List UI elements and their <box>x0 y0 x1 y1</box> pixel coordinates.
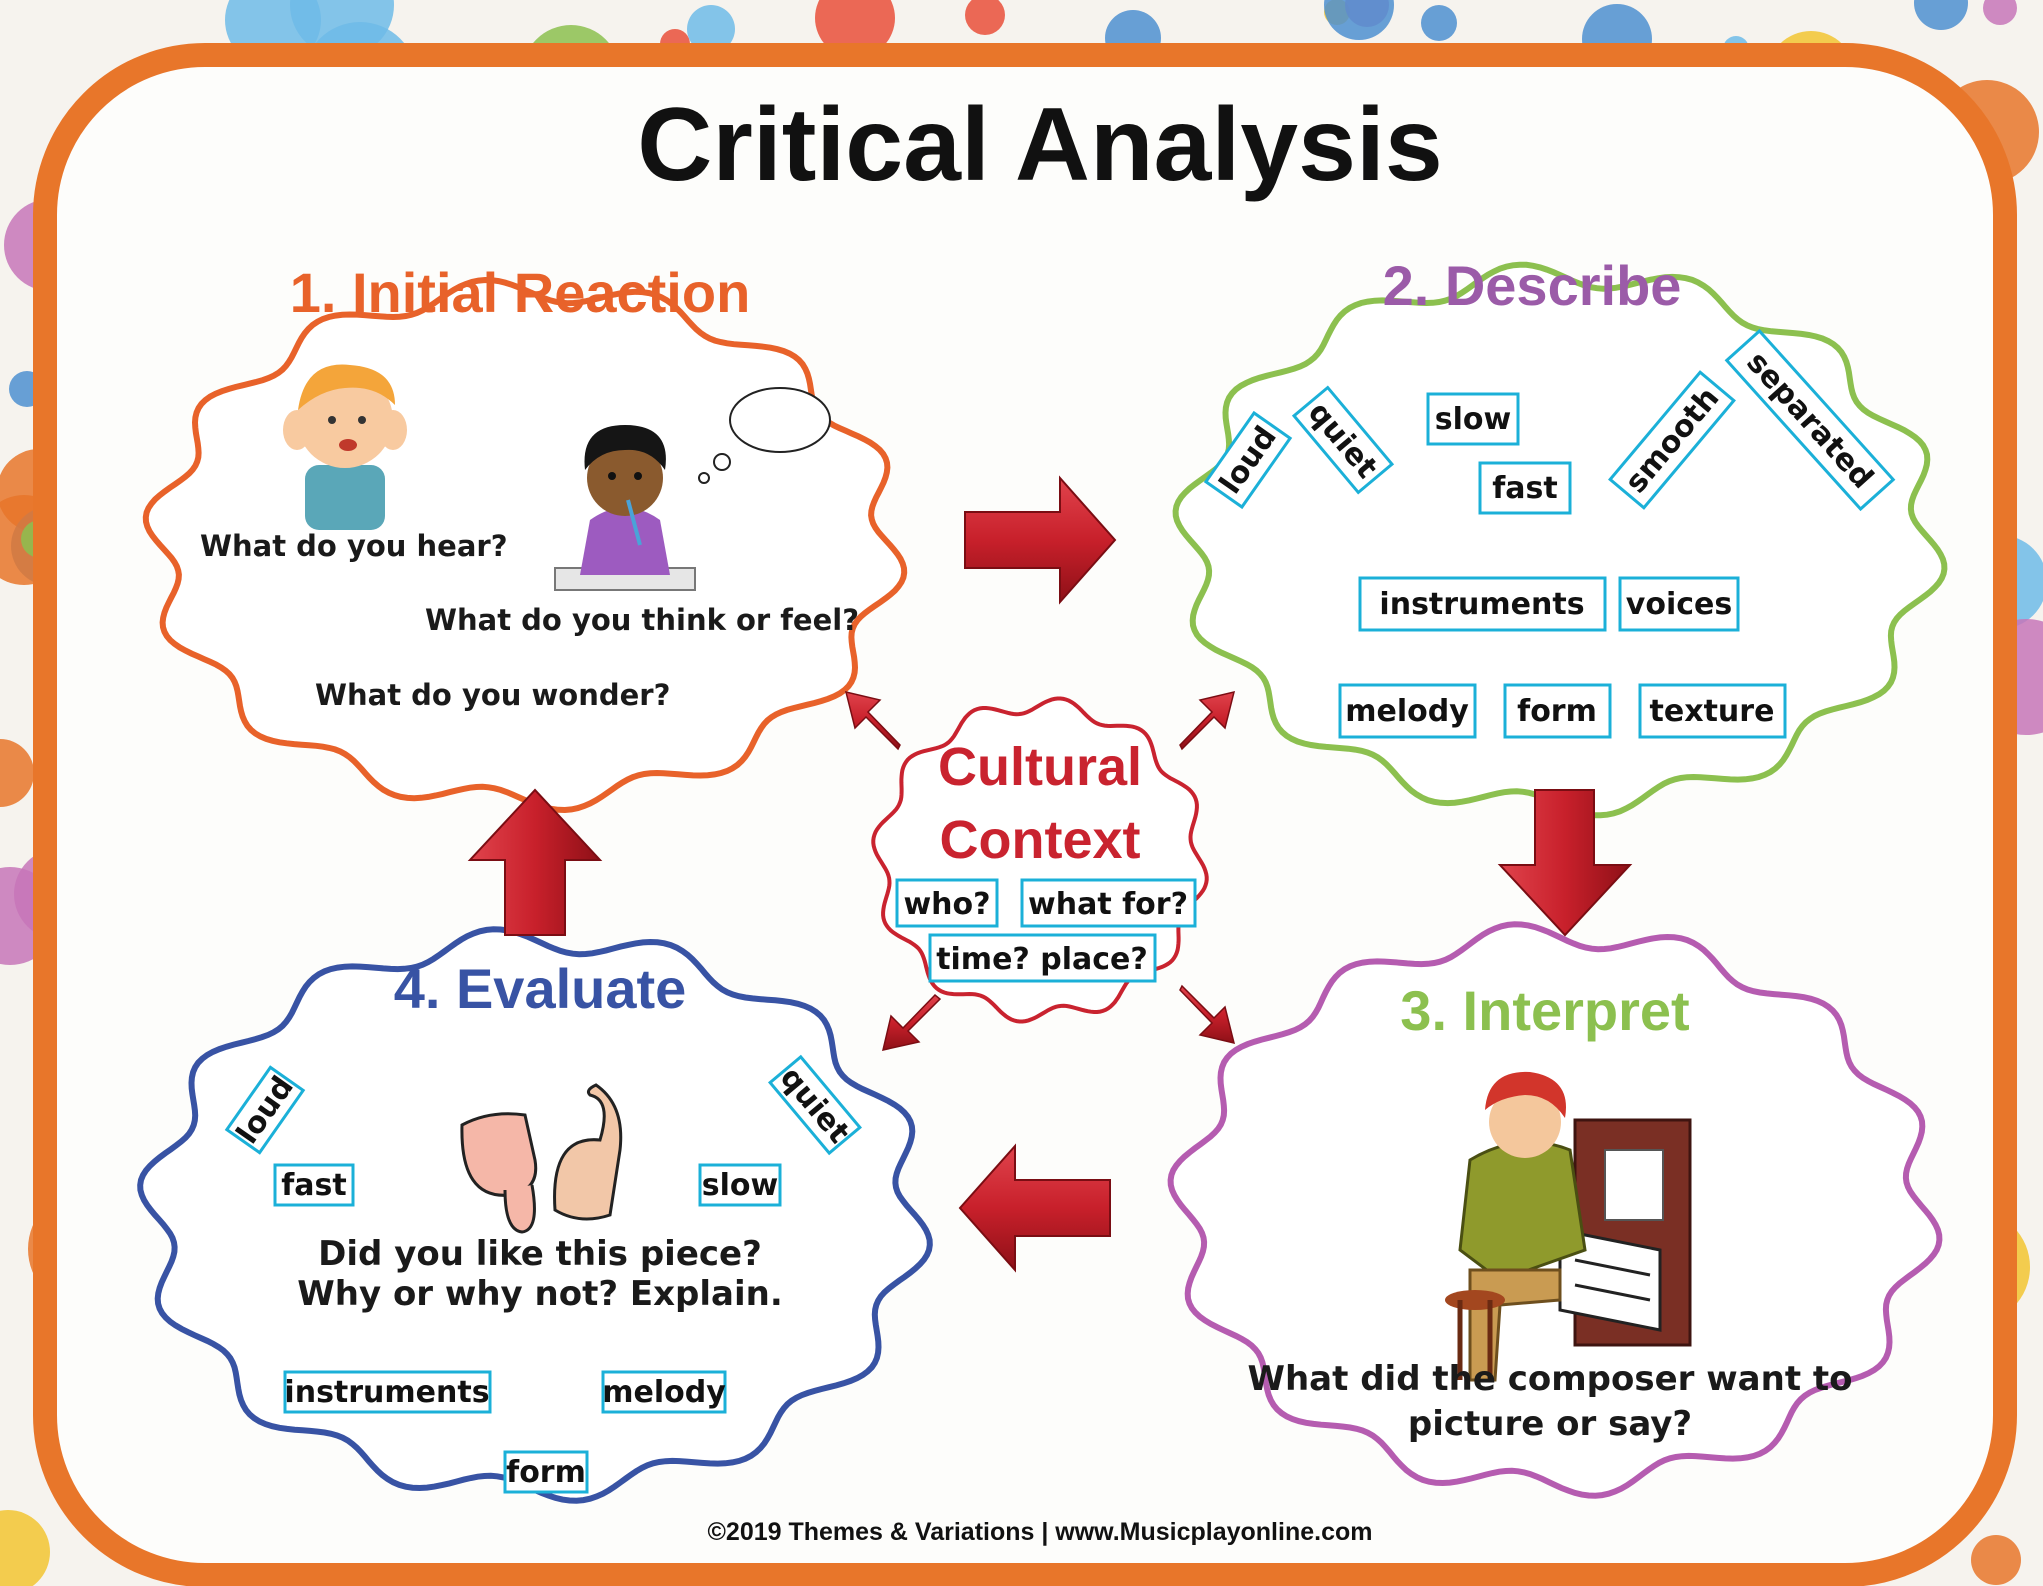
evaluate-question-line1: Did you like this piece? <box>318 1234 762 1274</box>
cultural-word-time-place: time? place? <box>928 933 1157 983</box>
svg-text:instruments: instruments <box>284 1375 489 1410</box>
svg-text:melody: melody <box>602 1375 726 1410</box>
describe-word-fast: fast <box>1478 461 1572 515</box>
describe-word-texture: texture <box>1638 683 1787 739</box>
svg-text:fast: fast <box>1492 471 1558 506</box>
thinking-girl-illustration <box>554 387 831 591</box>
initial-reaction-title: 1. Initial Reaction <box>290 261 751 324</box>
arrow-to-evaluate <box>881 993 942 1051</box>
arrow-to-describe <box>1179 690 1236 751</box>
evaluate-question-line2: Why or why not? Explain. <box>297 1274 783 1314</box>
arrow-to-interpret <box>1179 984 1236 1045</box>
background-dot <box>0 739 34 807</box>
describe-word-voices: voices <box>1618 576 1740 632</box>
background-dot <box>1914 0 1968 30</box>
listening-boy-illustration <box>283 364 407 530</box>
arrow-left <box>958 1143 1111 1273</box>
describe-word-slow: slow <box>1426 392 1520 446</box>
page-title: Critical Analysis <box>637 87 1442 203</box>
svg-text:form: form <box>506 1455 586 1490</box>
interpret-title: 3. Interpret <box>1400 979 1689 1042</box>
describe-title: 2. Describe <box>1383 254 1682 317</box>
background-dot <box>1983 0 2017 25</box>
question-think-feel: What do you think or feel? <box>425 603 859 637</box>
svg-text:form: form <box>1517 694 1597 729</box>
evaluate-word-instruments: instruments <box>283 1370 492 1414</box>
credit-line: ©2019 Themes & Variations | www.Musicpla… <box>708 1518 1373 1546</box>
svg-text:who?: who? <box>903 887 990 922</box>
svg-text:time? place?: time? place? <box>936 942 1148 977</box>
evaluate-word-slow: slow <box>698 1163 782 1207</box>
describe-cloud <box>1172 261 1948 819</box>
question-hear: What do you hear? <box>200 529 508 563</box>
svg-text:instruments: instruments <box>1379 587 1584 622</box>
interpret-question-line2: picture or say? <box>1408 1404 1692 1444</box>
svg-text:fast: fast <box>281 1168 347 1203</box>
background-dot <box>687 5 735 53</box>
cultural-context-line1: Cultural <box>938 737 1142 797</box>
background-dot <box>1971 1535 2021 1585</box>
evaluate-word-melody: melody <box>601 1370 727 1414</box>
svg-text:melody: melody <box>1345 694 1469 729</box>
background-dot <box>0 1510 50 1586</box>
arrow-right <box>964 475 1117 605</box>
cultural-word-who: who? <box>895 878 999 928</box>
background-dot <box>1324 0 1394 40</box>
background-dot <box>1421 5 1457 41</box>
evaluate-word-fast: fast <box>273 1163 355 1207</box>
thumbs-up-down-illustration <box>460 1083 623 1234</box>
describe-word-melody: melody <box>1338 683 1477 739</box>
evaluate-title: 4. Evaluate <box>394 957 687 1020</box>
composer-at-piano-illustration <box>1445 1071 1692 1382</box>
describe-word-instruments: instruments <box>1358 576 1607 632</box>
svg-text:slow: slow <box>1435 402 1511 437</box>
svg-text:slow: slow <box>702 1168 778 1203</box>
background-dot <box>965 0 1005 35</box>
cultural-word-what-for: what for? <box>1020 878 1197 928</box>
interpret-question-line1: What did the composer want to <box>1247 1359 1852 1399</box>
svg-text:texture: texture <box>1650 694 1775 729</box>
evaluate-word-form: form <box>503 1450 589 1494</box>
arrow-to-initial-reaction <box>844 690 901 751</box>
arrow-down <box>1497 789 1633 937</box>
question-wonder: What do you wonder? <box>315 678 670 712</box>
describe-word-form: form <box>1503 683 1612 739</box>
svg-text:what for?: what for? <box>1028 887 1188 922</box>
arrow-up <box>467 788 603 936</box>
svg-text:voices: voices <box>1626 587 1732 622</box>
cultural-context-line2: Context <box>940 810 1141 870</box>
